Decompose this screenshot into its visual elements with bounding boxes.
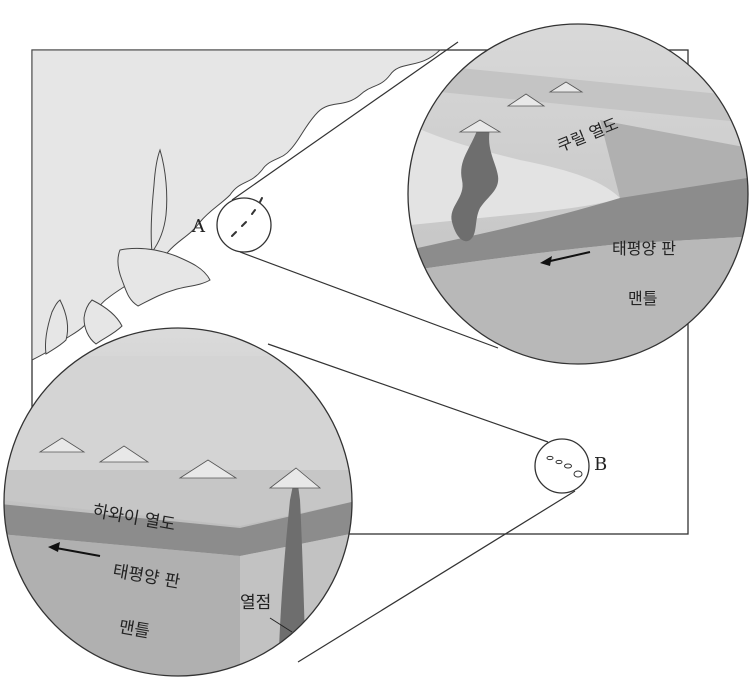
land-masses [31, 49, 442, 361]
zoom-hawaii [4, 328, 352, 676]
label-mantle-top: 맨틀 [628, 289, 657, 308]
label-hotspot: 열점 [240, 593, 271, 613]
connector-lines-a [231, 41, 499, 349]
kuril-island-markers [231, 197, 263, 237]
circle-b [534, 438, 590, 494]
hawaii-island-markers [546, 455, 583, 478]
circle-a [216, 197, 272, 253]
label-b: B [594, 454, 607, 475]
zoom-hawaii-border [3, 327, 353, 677]
zoom-kuril-border [407, 23, 749, 365]
connector-lines-b [267, 343, 576, 663]
label-pacific-top: 태평양 판 [612, 239, 676, 258]
label-a: A [191, 216, 206, 237]
